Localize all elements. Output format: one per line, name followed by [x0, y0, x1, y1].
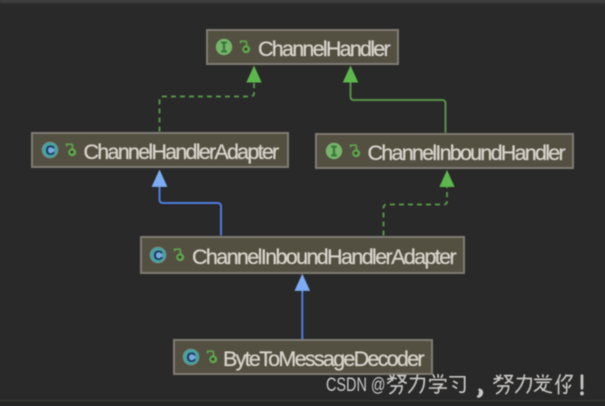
svg-text:C: C	[45, 143, 55, 158]
svg-text:C: C	[186, 350, 196, 365]
svg-text:C: C	[153, 247, 163, 262]
